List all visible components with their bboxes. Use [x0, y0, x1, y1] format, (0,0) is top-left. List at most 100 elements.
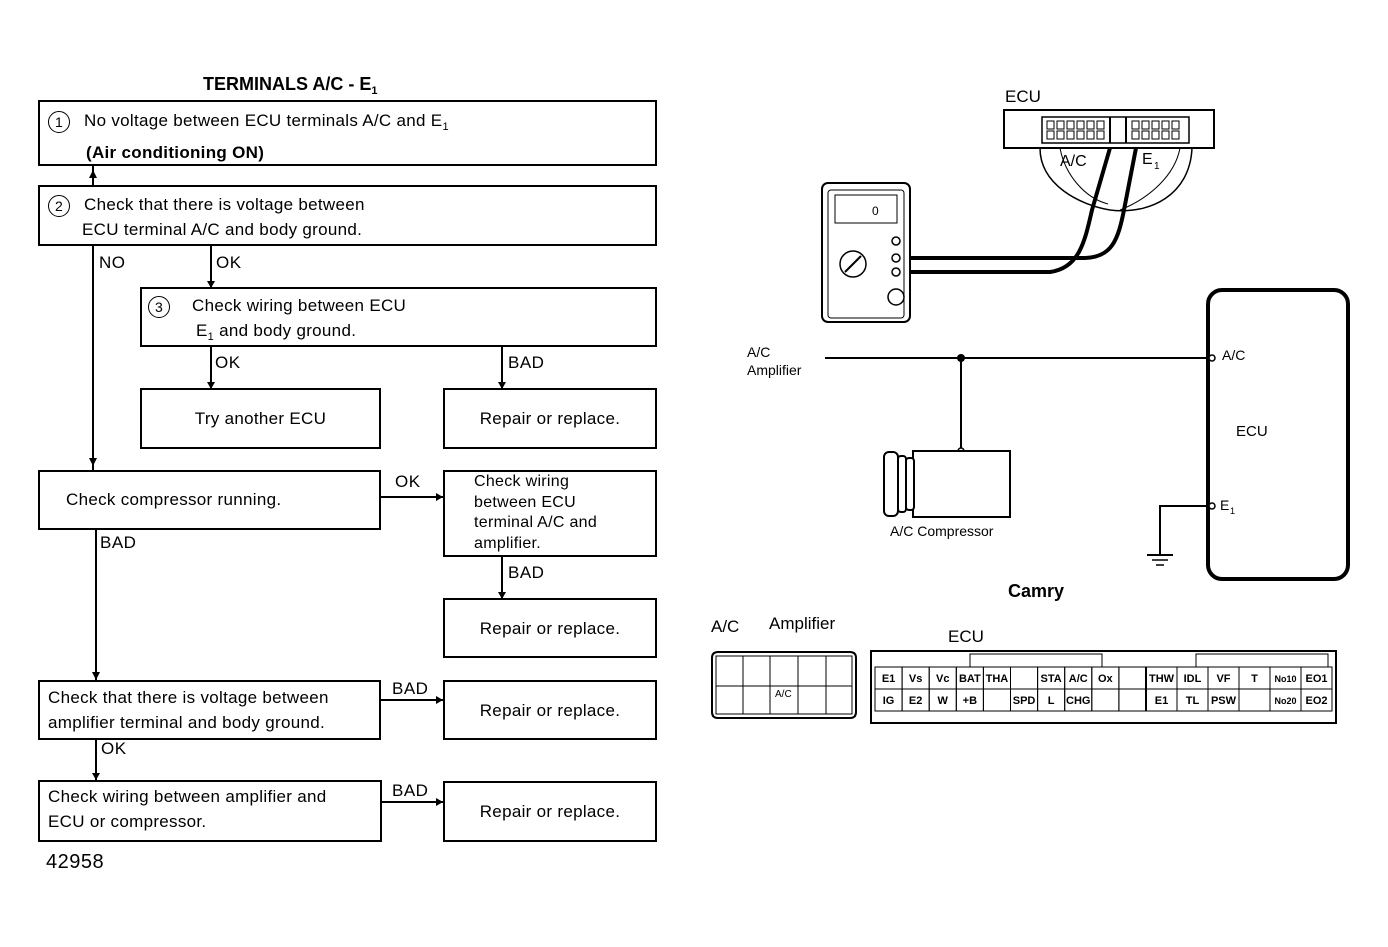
ecu-top-pins — [1046, 120, 1180, 140]
label-ok-compressor: OK — [395, 472, 421, 491]
ecu-pin-cell — [982, 688, 1012, 712]
ecu-pin-label: IG — [883, 695, 895, 707]
connector-amp-label-1: A/C — [711, 617, 739, 636]
wiring-diagram-svg: ECU A/C E 1 0 — [711, 87, 1350, 724]
ecu-pin-label: E1 — [882, 673, 895, 685]
probe-ac-label: A/C — [1060, 153, 1087, 170]
ecu-pin-label: E1 — [1155, 695, 1168, 707]
repair-box-4: Repair or replace. — [443, 781, 657, 842]
wiring-amp-text: Check wiring between ECU terminal A/C an… — [474, 472, 597, 554]
voltage-amp-box: Check that there is voltage between ampl… — [38, 680, 381, 740]
ecu-pin-label: W — [938, 695, 949, 707]
label-bad-wiring-amp: BAD — [508, 563, 545, 582]
step-3-line-2: and body ground. — [214, 321, 357, 340]
ecu-pin-cell — [1300, 688, 1333, 712]
try-another-ecu-box: Try another ECU — [140, 388, 381, 449]
ecu-pin-label: Vc — [936, 673, 949, 685]
wiring-comp-line-2: ECU or compressor. — [48, 812, 207, 831]
label-no-step2: NO — [99, 253, 126, 272]
flowchart-title: TERMINALS A/C - E1 — [203, 74, 377, 97]
repair-text-3: Repair or replace. — [479, 700, 621, 720]
amp-connector-pin-ac: A/C — [775, 689, 792, 700]
ecu-pin-label: No20 — [1274, 696, 1296, 706]
ecu-pin-label: EO2 — [1305, 695, 1327, 707]
ecu-connector — [870, 650, 1337, 724]
label-bad-wiring-comp: BAD — [392, 781, 429, 800]
repair-box-2: Repair or replace. — [443, 598, 657, 658]
step-3-line-2-sym: E — [196, 321, 208, 340]
ecu-pin-label: VF — [1216, 673, 1230, 685]
step-2-number: 2 — [48, 194, 70, 217]
ecu-pin-label: Vs — [909, 673, 922, 685]
wiring-amp-box: Check wiring between ECU terminal A/C an… — [443, 470, 657, 557]
ecu-pin-label: PSW — [1211, 695, 1237, 707]
wiring-comp-line-1: Check wiring between amplifier and — [48, 787, 327, 806]
ecu-pin-label: TL — [1186, 695, 1200, 707]
ecu-top-label: ECU — [1005, 87, 1041, 106]
step-2-line-1: Check that there is voltage between — [84, 195, 365, 214]
meter-display: 0 — [872, 204, 879, 218]
flowchart-connectors — [89, 166, 506, 806]
ecu-pin-label: No10 — [1274, 674, 1296, 684]
repair-box-1: Repair or replace. — [443, 388, 657, 449]
ecu-block — [1206, 288, 1350, 581]
step-3-line-2-sub: 1 — [207, 331, 215, 343]
compressor-check-box: Check compressor running. — [38, 470, 381, 530]
ecu-pin-label: SPD — [1013, 695, 1036, 707]
try-another-ecu-text: Try another ECU — [194, 409, 327, 428]
repair-text-1: Repair or replace. — [479, 409, 621, 428]
label-ok-step3: OK — [215, 353, 241, 372]
ecu-pin-cell — [1118, 666, 1147, 690]
ecu-pin-cell — [1091, 688, 1120, 712]
repair-text-2: Repair or replace. — [479, 618, 621, 638]
compressor-label: A/C Compressor — [890, 523, 994, 539]
step-1-number: 1 — [48, 110, 70, 133]
step-1-line-2: (Air conditioning ON) — [86, 143, 265, 162]
step-2-box: 2 Check that there is voltage between ECU… — [38, 185, 657, 246]
probe-e1-label: E — [1142, 151, 1153, 168]
ecu-pin-label: EO1 — [1305, 673, 1327, 685]
multimeter: 0 — [821, 182, 911, 323]
ac-amplifier-label-2: Amplifier — [747, 362, 802, 378]
e1-ground-wire — [1159, 505, 1212, 545]
voltage-amp-line-1: Check that there is voltage between — [48, 688, 329, 707]
figure-number: 42958 — [46, 851, 105, 873]
ecu-pin-label: +B — [963, 695, 977, 707]
ecu-ac-terminal-label: A/C — [1222, 347, 1245, 363]
label-bad-voltage-amp: BAD — [392, 679, 429, 698]
step-1-line-1: No voltage between ECU terminals A/C and… — [84, 111, 443, 130]
voltage-amp-text: Check that there is voltage between ampl… — [48, 685, 329, 735]
ecu-pin-label: BAT — [959, 673, 981, 685]
ecu-e1-terminal-sub: 1 — [1230, 506, 1235, 516]
wiring-amp-line-3: terminal A/C and — [474, 514, 598, 531]
label-bad-step3: BAD — [508, 353, 545, 372]
ecu-pin-label: IDL — [1184, 673, 1202, 685]
ecu-pin-cell — [1010, 666, 1039, 690]
ecu-pin-label: A/C — [1069, 673, 1088, 685]
step-2-text: 2 Check that there is voltage between ECU… — [48, 192, 365, 242]
connector-amp-label-2: Amplifier — [769, 614, 835, 633]
repair-text-4: Repair or replace. — [479, 802, 621, 821]
wiring-comp-box: Check wiring between amplifier and ECU o… — [38, 780, 382, 842]
ecu-block-label: ECU — [1236, 423, 1268, 440]
ecu-pin-label: THA — [986, 673, 1009, 685]
wiring-comp-text: Check wiring between amplifier and ECU o… — [48, 784, 327, 834]
wiring-amp-line-4: amplifier. — [474, 534, 542, 552]
ecu-pin-label: T — [1251, 673, 1258, 685]
ecu-pin-label: E2 — [909, 695, 922, 707]
label-bad-compressor: BAD — [100, 533, 137, 552]
ecu-pin-cell — [1238, 688, 1271, 712]
step-2-line-2: ECU terminal A/C and body ground. — [82, 220, 363, 239]
repair-box-3: Repair or replace. — [443, 680, 657, 740]
flowchart-title-sub: 1 — [371, 85, 378, 97]
flowchart-title-text: TERMINALS A/C - E — [203, 74, 372, 94]
model-label: Camry — [1008, 581, 1064, 601]
test-leads — [905, 147, 1138, 274]
step-3-number: 3 — [148, 295, 170, 318]
ecu-pin-label: CHG — [1066, 695, 1090, 707]
ac-amplifier-label-1: A/C — [747, 344, 770, 360]
amplifier-connector — [711, 651, 857, 719]
